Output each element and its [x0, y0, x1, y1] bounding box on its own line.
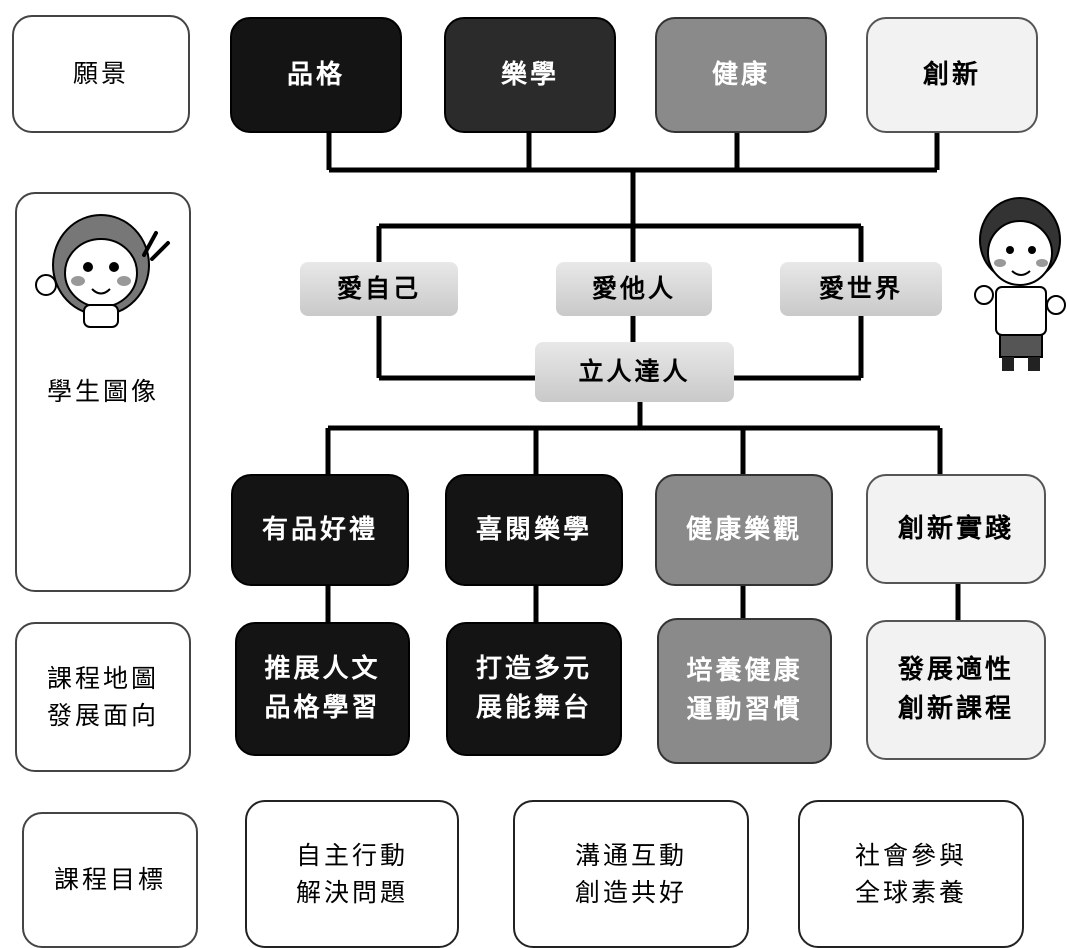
vision-row-label: 願景 — [12, 15, 190, 133]
goal-box-2: 溝通互動 創造共好 — [513, 800, 749, 948]
vision-box-innovation: 創新 — [866, 17, 1038, 133]
goal-box-3: 社會參與 全球素養 — [798, 800, 1024, 948]
vision-box-character: 品格 — [230, 17, 402, 133]
trait-box-1: 有品好禮 — [231, 474, 409, 586]
trait-box-2: 喜閱樂學 — [445, 474, 623, 586]
vision-box-health: 健康 — [655, 17, 827, 133]
direction-box-1: 推展人文 品格學習 — [235, 622, 410, 756]
love-others-box: 愛他人 — [556, 262, 712, 316]
love-world-box: 愛世界 — [780, 262, 942, 316]
trait-box-4: 創新實踐 — [866, 474, 1046, 584]
goal-box-1: 自主行動 解決問題 — [245, 800, 459, 948]
direction-box-2: 打造多元 展能舞台 — [446, 622, 622, 756]
goals-row-label: 課程目標 — [22, 812, 198, 948]
trait-box-3: 健康樂觀 — [655, 474, 833, 586]
center-box: 立人達人 — [535, 342, 734, 402]
love-self-box: 愛自己 — [300, 262, 458, 316]
girl-cartoon — [35, 214, 170, 328]
curriculum-row-label: 課程地圖 發展面向 — [15, 622, 191, 772]
direction-box-3: 培養健康 運動習慣 — [657, 618, 832, 764]
vision-box-joyful-learning: 樂學 — [444, 17, 616, 133]
direction-box-4: 發展適性 創新課程 — [866, 620, 1046, 760]
boy-cartoon — [974, 197, 1066, 371]
